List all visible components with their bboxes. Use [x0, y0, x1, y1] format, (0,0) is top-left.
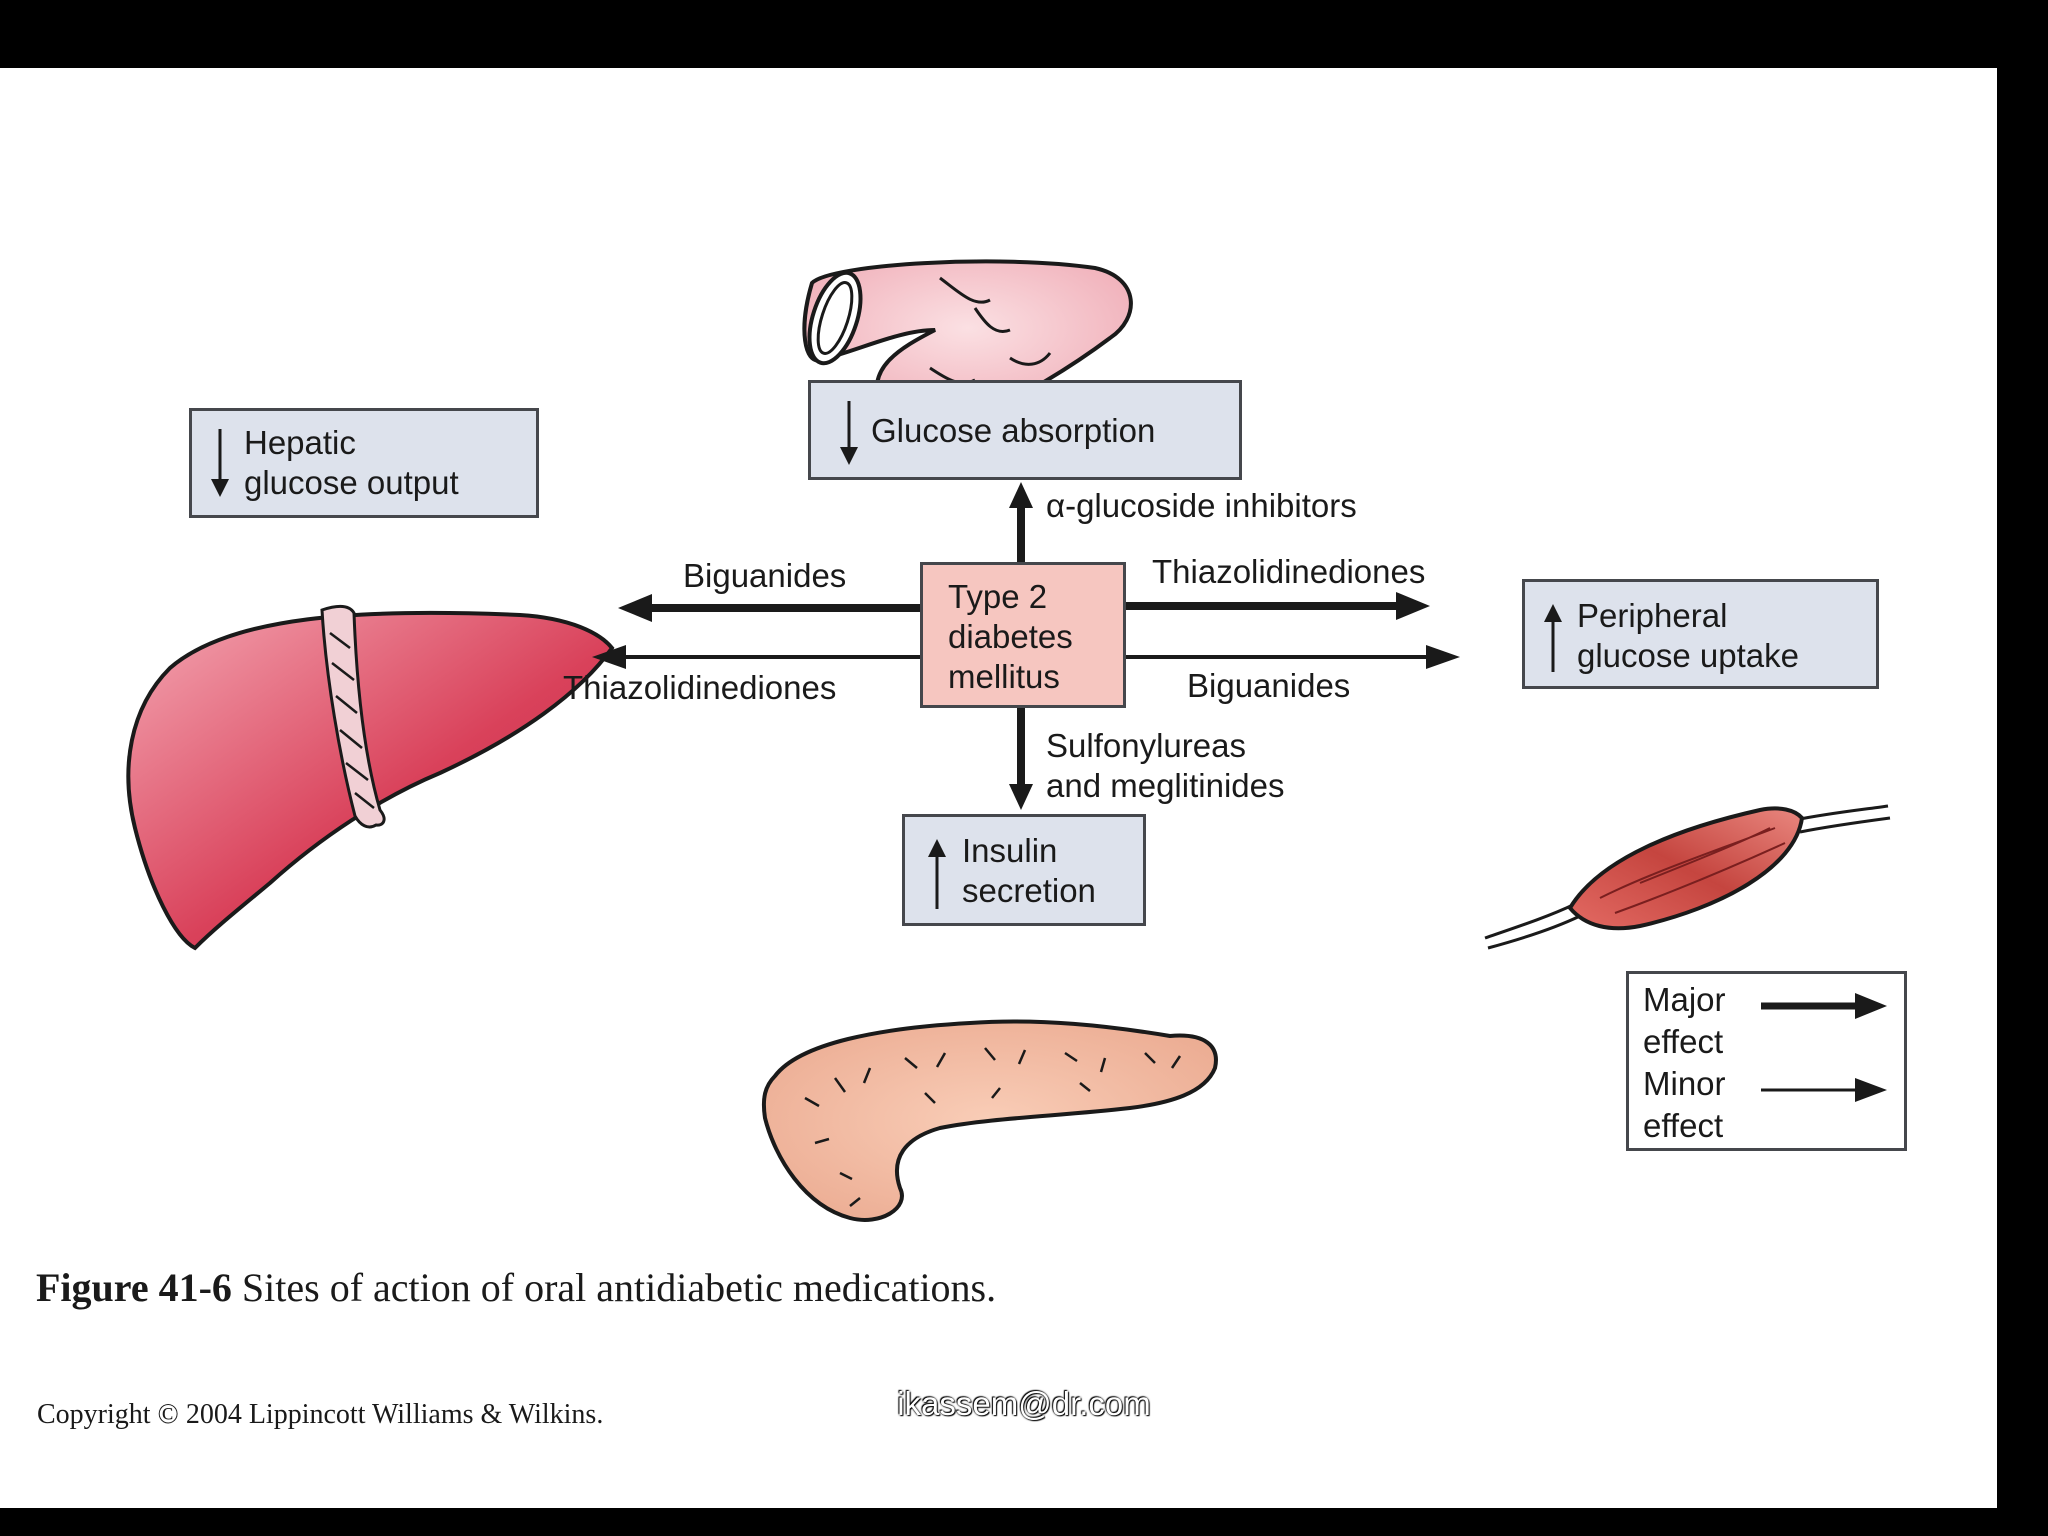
down-arrow-icon — [211, 429, 229, 497]
legend-major-line-2: effect — [1643, 1023, 1724, 1060]
figure-number: Figure 41-6 — [36, 1265, 232, 1310]
legend-minor-arrow-icon — [1761, 1078, 1887, 1102]
label-right-biguanides: Biguanides — [1187, 667, 1351, 704]
legend-major-line-1: Major — [1643, 981, 1726, 1018]
watermark-email: ikassem@dr.com — [897, 1385, 1151, 1422]
center-line-2: diabetes — [948, 618, 1073, 655]
muscle-icon — [1484, 804, 1891, 950]
hepatic-output-box: Hepatic glucose output — [189, 408, 539, 518]
arrow-right-major — [1126, 592, 1430, 620]
figure-caption: Figure 41-6 Sites of action of oral anti… — [36, 1264, 996, 1311]
label-sulfonylureas-line-1: Sulfonylureas — [1046, 727, 1246, 764]
copyright-notice: Copyright © 2004 Lippincott Williams & W… — [37, 1399, 604, 1430]
label-left-thiazolidinediones: Thiazolidinediones — [563, 669, 837, 706]
liver-icon — [126, 604, 615, 951]
insulin-line-1: Insulin — [962, 832, 1058, 869]
arrow-right-minor — [1126, 645, 1460, 669]
arrow-left-minor — [592, 645, 920, 669]
legend-minor-line-2: effect — [1643, 1107, 1724, 1144]
glucose-absorption-box: Glucose absorption — [808, 380, 1242, 480]
pancreas-icon — [761, 1019, 1218, 1222]
legend-major-arrow-icon — [1761, 993, 1887, 1019]
hepatic-line-2: glucose output — [244, 464, 459, 501]
glucose-absorption-text: Glucose absorption — [871, 412, 1156, 449]
figure-caption-text: Sites of action of oral antidiabetic med… — [241, 1265, 997, 1310]
center-box-type2-diabetes: Type 2 diabetes mellitus — [920, 562, 1126, 708]
center-line-3: mellitus — [948, 658, 1060, 695]
hepatic-line-1: Hepatic — [244, 424, 356, 461]
peripheral-line-2: glucose uptake — [1577, 637, 1799, 674]
peripheral-uptake-box: Peripheral glucose uptake — [1522, 579, 1879, 689]
insulin-secretion-box: Insulin secretion — [902, 814, 1146, 926]
slide: Glucose absorption Hepatic glucose outpu… — [0, 68, 1997, 1508]
up-arrow-icon — [1544, 604, 1562, 672]
up-arrow-icon — [928, 839, 946, 909]
arrow-left-major — [618, 594, 920, 622]
center-line-1: Type 2 — [948, 578, 1048, 615]
down-arrow-icon — [840, 401, 858, 465]
label-sulfonylureas-line-2: and meglitinides — [1046, 767, 1285, 804]
legend-minor-line-1: Minor — [1643, 1065, 1726, 1102]
label-alpha-glucoside-inhibitors: α-glucoside inhibitors — [1046, 487, 1357, 524]
arrow-up-absorption — [1009, 482, 1033, 562]
legend-box: Major effect Minor effect — [1626, 971, 1907, 1151]
label-right-thiazolidinediones: Thiazolidinediones — [1152, 553, 1426, 590]
label-sulfonylureas: Sulfonylureas and meglitinides — [1046, 726, 1284, 806]
label-left-biguanides: Biguanides — [683, 557, 847, 594]
insulin-line-2: secretion — [962, 872, 1096, 909]
peripheral-line-1: Peripheral — [1577, 597, 1728, 634]
arrow-down-insulin — [1009, 708, 1033, 810]
